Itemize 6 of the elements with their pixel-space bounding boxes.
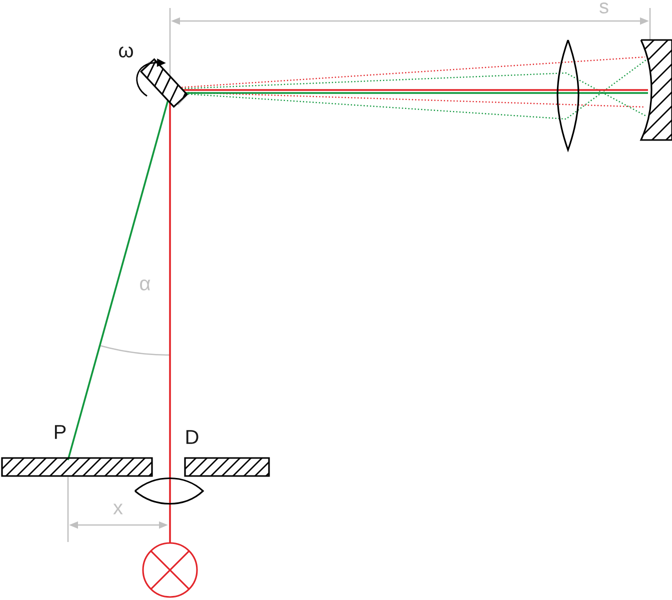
- label: x: [113, 504, 123, 514]
- label: P: [54, 425, 66, 439]
- label: s: [600, 2, 608, 14]
- label: ω: [119, 46, 133, 58]
- label: α: [140, 280, 150, 290]
- label: D: [186, 430, 198, 444]
